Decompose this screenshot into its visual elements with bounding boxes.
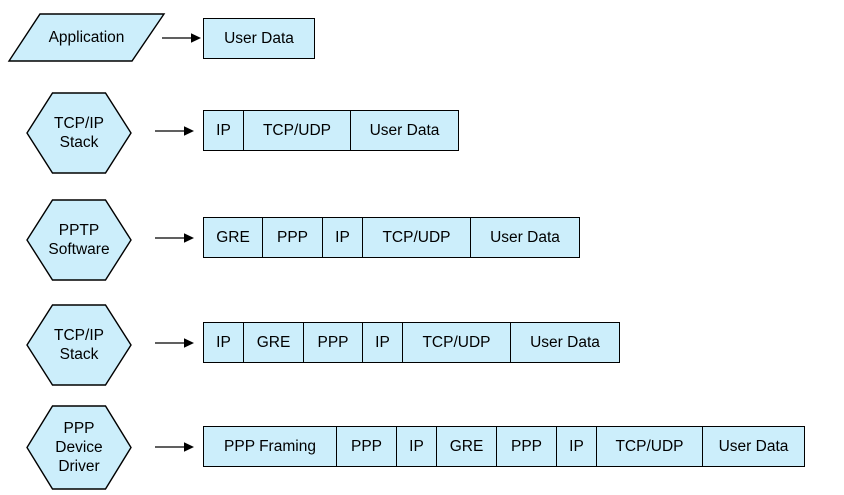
arrow-right-icon: [155, 231, 195, 245]
packet-field: PPP: [263, 218, 323, 257]
packet-field: PPP Framing: [204, 427, 337, 466]
packet-field: User Data: [471, 218, 579, 257]
stage-label-5: PPP Device Driver: [55, 420, 103, 475]
arrow-right-icon: [162, 31, 202, 45]
packet-field: User Data: [703, 427, 804, 466]
stage-shape-3: PPTP Software: [26, 199, 132, 281]
stage-shape-1: Application: [7, 13, 166, 62]
packet-field: GRE: [204, 218, 263, 257]
packet-field: TCP/UDP: [244, 111, 351, 150]
arrow-right-icon: [155, 124, 195, 138]
packet-field: IP: [323, 218, 363, 257]
stage-label-4: TCP/IP Stack: [54, 327, 104, 363]
packet-field: IP: [204, 323, 244, 362]
packet-field: PPP: [497, 427, 557, 466]
stage-shape-2: TCP/IP Stack: [26, 92, 132, 174]
packet-field: GRE: [437, 427, 497, 466]
packet-field: User Data: [511, 323, 619, 362]
stage-shape-5: PPP Device Driver: [26, 405, 132, 490]
stage-shape-4: TCP/IP Stack: [26, 304, 132, 386]
arrow-right-icon: [155, 440, 195, 454]
packet-field: IP: [557, 427, 597, 466]
packet-field: GRE: [244, 323, 304, 362]
packet-field: User Data: [351, 111, 458, 150]
packet-field: IP: [363, 323, 403, 362]
packet-field: User Data: [204, 19, 314, 58]
stage-label-2: TCP/IP Stack: [54, 115, 104, 151]
packet-field: PPP: [304, 323, 363, 362]
packet-bar-1: User Data: [203, 18, 315, 59]
packet-field: PPP: [337, 427, 397, 466]
packet-field: TCP/UDP: [597, 427, 703, 466]
packet-field: IP: [204, 111, 244, 150]
packet-field: TCP/UDP: [403, 323, 511, 362]
arrow-right-icon: [155, 336, 195, 350]
packet-field: IP: [397, 427, 437, 466]
packet-field: TCP/UDP: [363, 218, 471, 257]
stage-label-1: Application: [48, 29, 125, 46]
stage-label-3: PPTP Software: [48, 222, 110, 258]
